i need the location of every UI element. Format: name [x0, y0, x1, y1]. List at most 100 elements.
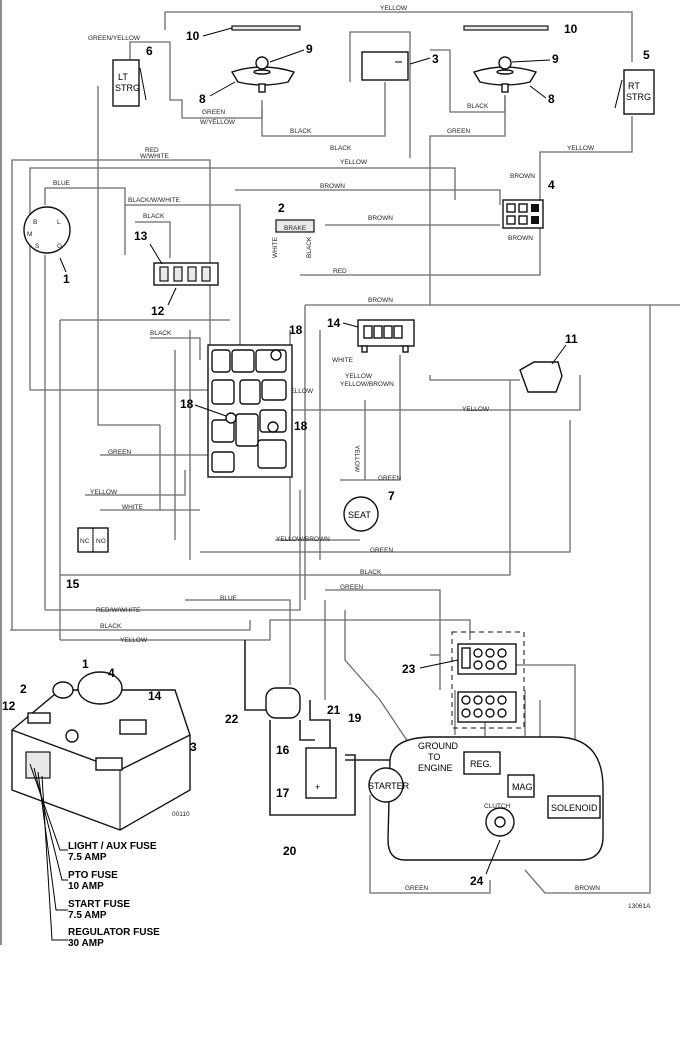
callout-22: 22: [225, 712, 239, 726]
wire-label-blue-lower: BLUE: [220, 595, 238, 602]
panel-code: 00110: [172, 811, 190, 818]
lt-strg-label-1: LT: [118, 72, 128, 82]
headlight-right: [472, 56, 538, 93]
magneto: [507, 774, 535, 798]
wire-label-green-switch: GREEN: [202, 109, 225, 116]
wire-label-black-13: BLACK: [143, 213, 165, 220]
wire-label-black-brake: BLACK: [306, 236, 313, 258]
lt-strg-label-2: STRG: [115, 83, 140, 93]
wire-label-black-lamp: BLACK: [467, 103, 489, 110]
battery-plus: +: [315, 782, 320, 792]
wire-label-red-mid: RED: [333, 268, 347, 275]
fuse-legend: LIGHT / AUX FUSE 7.5 AMP PTO FUSE 10 AMP…: [68, 841, 160, 949]
key-terminal-g: G: [57, 243, 62, 250]
wire-harness: [10, 11, 680, 894]
callout-9-left: 9: [306, 42, 313, 56]
wire-label-yellow-vert: YELLOW: [353, 445, 360, 473]
brake-label: BRAKE: [284, 225, 307, 232]
ground-label-3: ENGINE: [418, 763, 453, 773]
callout-2-panel: 2: [20, 682, 27, 696]
wire-label-green-550: GREEN: [370, 547, 393, 554]
wire-label-yellow-11: YELLOW: [462, 406, 490, 413]
key-terminal-m: M: [27, 231, 32, 238]
starter-label: STARTER: [368, 781, 410, 791]
callout-15: 15: [66, 577, 80, 591]
callout-11: 11: [565, 332, 578, 346]
no-label: NO: [96, 538, 106, 545]
lamp-lens-left: [231, 25, 301, 31]
mag-label: MAG: [512, 782, 533, 792]
solenoid-label: SOLENOID: [551, 803, 598, 813]
starter-relay: [265, 687, 301, 719]
wire-label-yellow-lower: YELLOW: [120, 637, 148, 644]
relay-board: [207, 344, 293, 478]
wire-label-black-lower: BLACK: [100, 623, 122, 630]
seat-connector: [519, 361, 563, 393]
callout-2: 2: [278, 201, 285, 215]
wire-label-yellow-rt: YELLOW: [567, 145, 595, 152]
engine: GROUND TO ENGINE STARTER REG. MAG SOLENO…: [368, 736, 604, 861]
callout-18-right: 18: [294, 419, 308, 433]
callout-9-right: 9: [552, 52, 559, 66]
light-switch: [361, 51, 409, 81]
nc-label: NC: [80, 538, 90, 545]
callout-13: 13: [134, 229, 148, 243]
callout-24: 24: [470, 874, 484, 888]
wire-label-green-right: GREEN: [447, 128, 470, 135]
brake-indicator: [27, 712, 51, 724]
wire-label-group: YELLOW GREEN/YELLOW BLACK GREEN W/YELLOW…: [53, 5, 600, 892]
clutch-label: CLUTCH: [484, 803, 511, 810]
wire-label-green-bottom: GREEN: [405, 885, 428, 892]
callout-8-right: 8: [548, 92, 555, 106]
headlight-left: [230, 56, 296, 93]
hour-meter: [357, 319, 415, 353]
wire-label-black-wwhite: BLACK/W/WHITE: [128, 197, 181, 204]
callout-3-panel: 3: [190, 740, 197, 754]
ground-label-1: GROUND: [418, 741, 458, 751]
wire-label-brown-under: BROWN: [508, 235, 533, 242]
solenoid: [547, 795, 601, 819]
callout-group: 1 2 3 4 5 6 7 8 8 9 9 10 10 11 12 12 13 …: [2, 22, 650, 888]
dash-panel: 00110 13061A: [11, 671, 651, 941]
callout-21: 21: [327, 703, 341, 717]
pto-switch: NC NO: [77, 527, 109, 553]
bulb-icon: [255, 56, 269, 70]
callout-12: 12: [151, 304, 165, 318]
wire-label-yellow-mid: YELLOW: [340, 159, 368, 166]
wire-label-blue: BLUE: [53, 180, 71, 187]
callout-7: 7: [388, 489, 395, 503]
reg-label: REG.: [470, 759, 492, 769]
wire-label-black-mid: BLACK: [330, 145, 352, 152]
rt-strg-switch: RT STRG: [614, 69, 655, 115]
meter-window: [119, 719, 147, 735]
lamp-lens-right: [463, 25, 549, 31]
wire-label-white-brake: WHITE: [272, 236, 279, 258]
callout-17: 17: [276, 786, 290, 800]
wire-label-black-switch: BLACK: [290, 128, 312, 135]
light-switch-panel: [95, 757, 123, 771]
callout-8-left: 8: [199, 92, 206, 106]
fuse-regulator: REGULATOR FUSE: [68, 927, 160, 938]
fuse-start-rating: 7.5 AMP: [68, 910, 107, 921]
callout-18-top: 18: [289, 323, 303, 337]
wire-label-yellow-brown: YELLOW/BROWN: [276, 536, 330, 543]
callout-19: 19: [348, 711, 362, 725]
wire-label-yellow-brown-block: YELLOW/BROWN: [340, 381, 394, 388]
brake-switch: BRAKE: [275, 219, 315, 233]
callout-16: 16: [276, 743, 290, 757]
seat-label: SEAT: [348, 510, 371, 520]
battery: +: [305, 747, 337, 799]
fuse-pto-rating: 10 AMP: [68, 881, 104, 892]
bulb-icon: [498, 56, 512, 70]
wire-label-green-588: GREEN: [340, 584, 363, 591]
wire-label-black-572: BLACK: [360, 569, 382, 576]
wire-label-green-left: GREEN: [108, 449, 131, 456]
fuse-block: [153, 262, 219, 286]
callout-10-left: 10: [186, 29, 200, 43]
key-switch: B L M S G: [23, 206, 71, 254]
wire-label-yellow-top: YELLOW: [380, 5, 408, 12]
wire-label-yellow-15: YELLOW: [90, 489, 118, 496]
connector-4: [502, 199, 544, 229]
wire-label-white-15: WHITE: [122, 504, 144, 511]
callout-6: 6: [146, 44, 153, 58]
